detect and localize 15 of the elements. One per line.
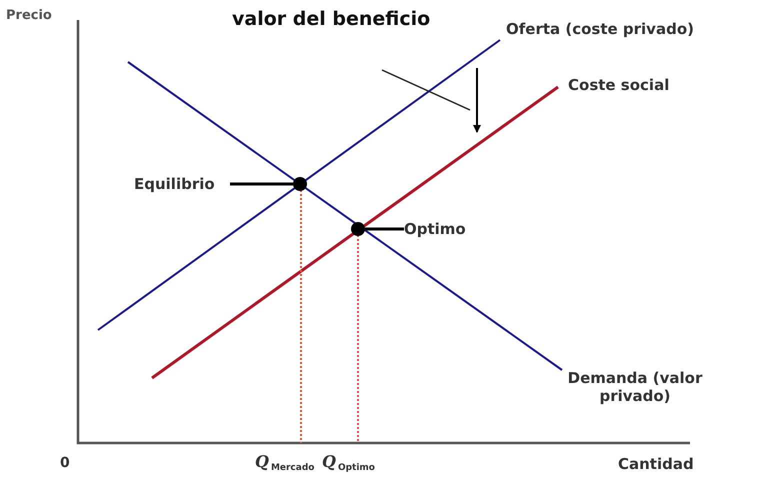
leader-line bbox=[365, 228, 404, 230]
axis-or-curve-label: Oferta (coste privado) bbox=[506, 20, 694, 38]
quantity-label: Q$_{Optimo}$ bbox=[322, 452, 375, 473]
quantity-label: Q$_{Mercado}$ bbox=[255, 452, 314, 473]
chart-title: valor del beneficio bbox=[232, 8, 430, 30]
axis-or-curve-label: Coste social bbox=[568, 76, 670, 94]
point-label: Optimo bbox=[404, 219, 466, 239]
point-marker bbox=[351, 222, 365, 236]
point-label: Equilibrio bbox=[134, 174, 215, 194]
axis-or-curve-label: Precio bbox=[6, 8, 52, 23]
point-marker bbox=[293, 177, 307, 191]
axis-or-curve-label: Cantidad bbox=[618, 455, 694, 473]
leader-line bbox=[230, 182, 293, 186]
axis-or-curve-label: 0 bbox=[60, 455, 70, 471]
axis-or-curve-label: Demanda (valor privado) bbox=[566, 369, 704, 405]
